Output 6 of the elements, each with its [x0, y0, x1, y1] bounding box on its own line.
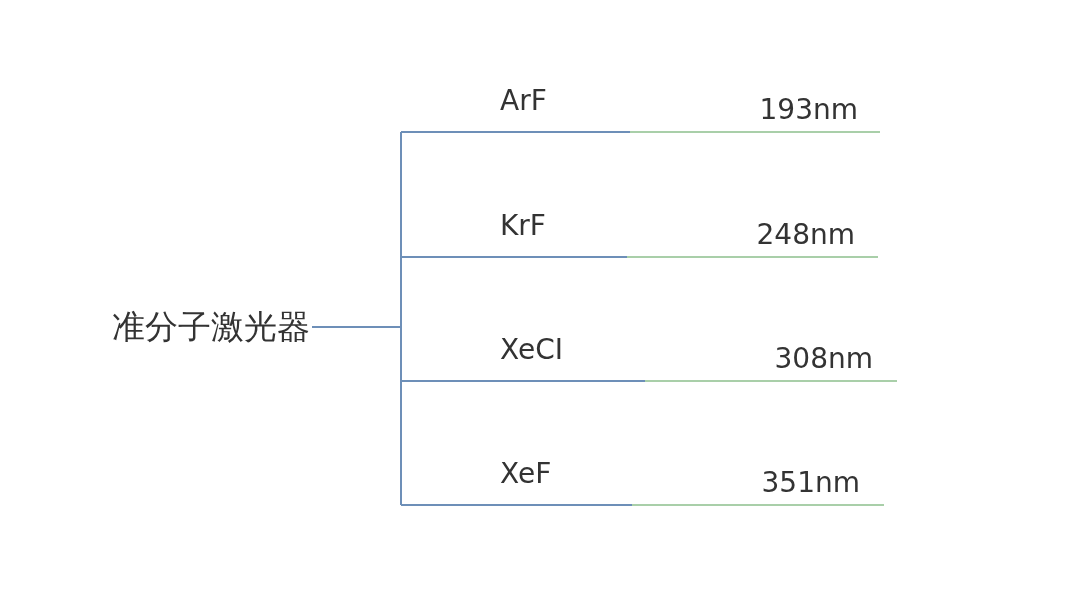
bracket-line — [311, 131, 403, 506]
wavelength-label: 193nm — [759, 94, 858, 126]
wavelength-label: 248nm — [756, 219, 855, 251]
wavelength-label: 308nm — [774, 343, 873, 375]
wavelength-label: 351nm — [761, 467, 860, 499]
root-label: 准分子激光器 — [112, 307, 310, 347]
